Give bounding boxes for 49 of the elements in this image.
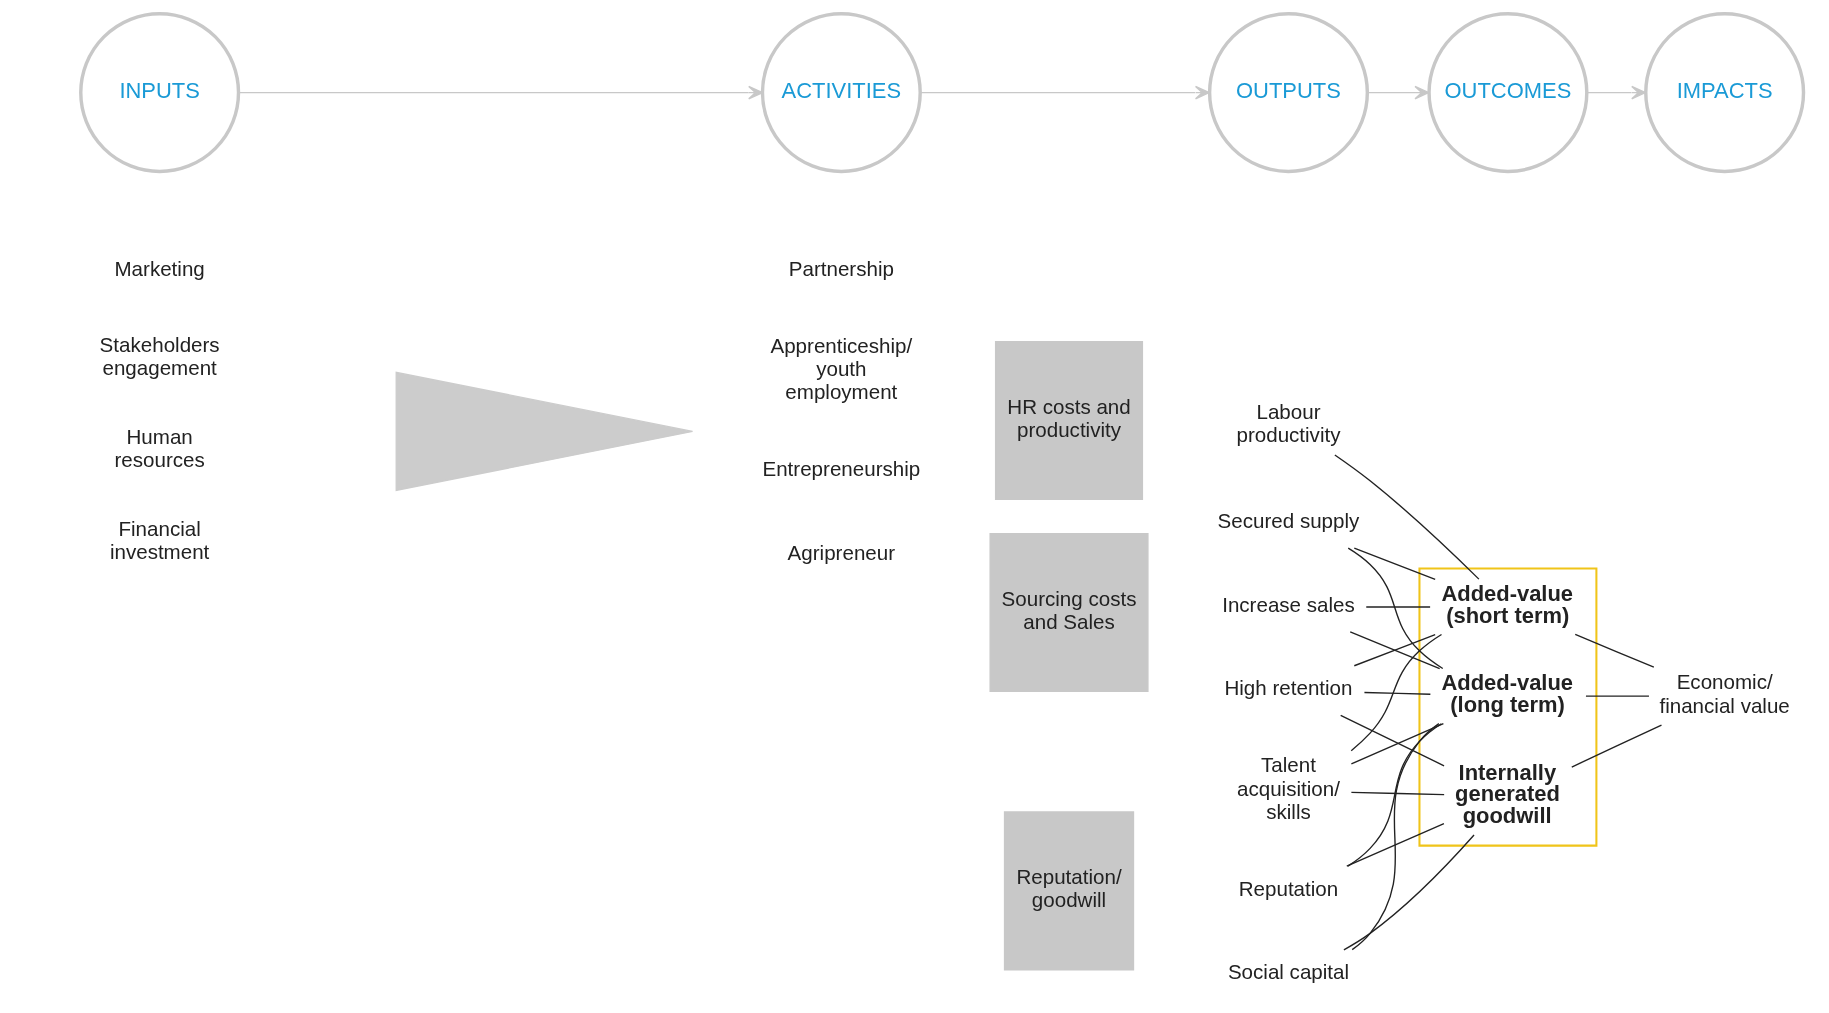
label: Stakeholders engagement: [99, 332, 220, 380]
arrow: [1585, 85, 1646, 100]
cluster: [1417, 567, 1597, 847]
node-circle: IMPACTS: [1643, 12, 1805, 174]
connector: [1350, 633, 1442, 752]
label: Entrepreneurship: [761, 456, 920, 480]
connector: [1363, 691, 1431, 695]
connector: [1333, 454, 1480, 580]
node-triangle: [395, 371, 693, 492]
connector: [1353, 547, 1436, 581]
node-text: Reputation: [1238, 876, 1338, 900]
connector: [1346, 723, 1442, 867]
connector: [1351, 722, 1440, 951]
label: Apprenticeship/ youth employment: [769, 333, 912, 404]
node-text: Social capital: [1227, 960, 1349, 984]
connector: [1347, 547, 1443, 670]
arrow: [919, 85, 1210, 100]
node-circle: ACTIVITIES: [760, 12, 922, 174]
arrow: [237, 85, 763, 100]
connector: [1365, 606, 1431, 608]
label: Marketing: [113, 256, 205, 280]
label: Human resources: [113, 424, 205, 472]
node-box: Sourcing costs and Sales: [988, 532, 1149, 692]
node-text: Added-value (long term): [1440, 670, 1573, 718]
label: Agripreneur: [787, 540, 895, 564]
connector: [1584, 695, 1650, 697]
connector: [1342, 834, 1475, 951]
node-text: High retention: [1223, 676, 1352, 700]
node-text: Secured supply: [1217, 509, 1359, 533]
node-circle: INPUTS: [78, 12, 240, 174]
node-text: Talent acquisition/ skills: [1236, 753, 1340, 823]
connector: [1339, 714, 1445, 767]
node-circle: OUTCOMES: [1426, 12, 1588, 174]
label: Partnership: [788, 256, 894, 280]
connector: [1570, 724, 1662, 768]
node-text: Internally generated goodwill: [1454, 759, 1560, 829]
node-text: Economic/ financial value: [1658, 670, 1790, 717]
connector: [1345, 822, 1445, 867]
label: Financial investment: [109, 516, 209, 563]
arrow: [1366, 85, 1429, 100]
node-text: Labour productivity: [1235, 400, 1340, 447]
node-text: Added-value (short term): [1440, 581, 1573, 629]
node-text: Increase sales: [1221, 592, 1355, 616]
connector: [1350, 723, 1444, 765]
node-box: HR costs and productivity: [994, 340, 1143, 500]
connector: [1350, 791, 1445, 796]
node-box: Reputation/ goodwill: [1003, 811, 1134, 971]
connector: [1574, 633, 1655, 668]
node-circle: OUTPUTS: [1207, 12, 1369, 174]
